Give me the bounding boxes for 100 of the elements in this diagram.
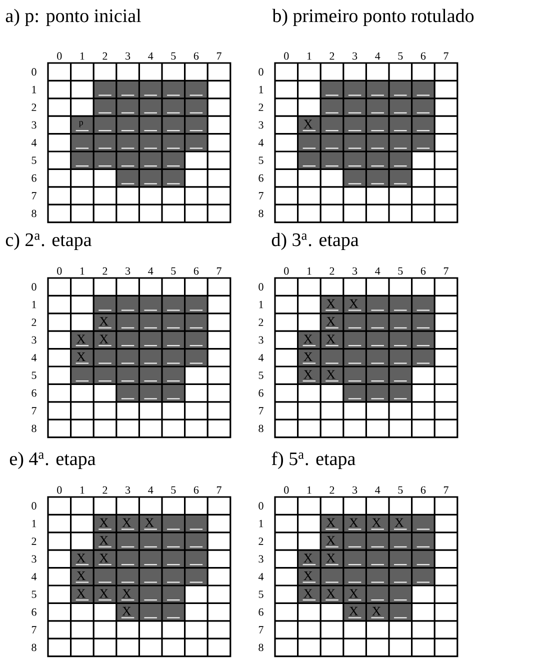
cell-mark: X xyxy=(76,334,86,344)
cell-mark: X xyxy=(326,370,336,379)
cell-mark: X xyxy=(326,317,336,326)
row-number: 8 xyxy=(32,210,36,218)
column-number: 6 xyxy=(194,486,199,494)
column-number: 3 xyxy=(352,486,358,494)
column-number: 7 xyxy=(216,486,222,494)
row-number: 6 xyxy=(32,608,36,616)
column-number: 0 xyxy=(57,52,62,60)
column-number: 1 xyxy=(307,52,312,60)
column-number: 5 xyxy=(398,267,403,275)
row-number: 7 xyxy=(32,192,36,200)
row-number: 7 xyxy=(258,407,264,414)
panel-title: c) 2$^{a}$. etapa xyxy=(6,232,92,250)
column-number: 4 xyxy=(148,486,154,494)
cell-mark: X xyxy=(349,589,358,598)
cell-mark: X xyxy=(304,554,313,562)
row-number: 8 xyxy=(258,424,264,432)
cell-mark: X xyxy=(304,589,313,598)
cell-mark: X xyxy=(99,317,108,326)
cell-mark: X xyxy=(99,334,108,344)
column-number: 0 xyxy=(284,52,289,60)
column-number: 2 xyxy=(102,267,108,275)
cell-mark: X xyxy=(76,572,86,580)
column-number: 6 xyxy=(194,267,199,275)
column-number: 4 xyxy=(375,486,380,494)
row-number: 0 xyxy=(32,68,36,76)
row-number: 2 xyxy=(258,538,264,545)
column-number: 5 xyxy=(398,52,403,60)
column-number: 5 xyxy=(398,486,403,494)
column-number: 5 xyxy=(171,486,176,494)
column-number: 1 xyxy=(307,486,312,494)
column-number: 4 xyxy=(148,267,154,275)
row-number: 0 xyxy=(258,68,264,76)
row-number: 4 xyxy=(258,139,264,146)
row-number: 3 xyxy=(258,121,264,129)
cell-mark: X xyxy=(145,518,154,527)
row-number: 8 xyxy=(32,424,36,432)
cell-mark: X xyxy=(99,518,108,527)
column-number: 7 xyxy=(444,267,448,275)
panel-title: a) p: ponto inicial xyxy=(6,8,141,26)
column-number: 2 xyxy=(102,52,108,60)
panel-title: f) 5$^{a}$. etapa xyxy=(272,452,356,470)
row-number: 5 xyxy=(32,156,36,164)
row-number: 3 xyxy=(32,336,36,344)
row-number: 7 xyxy=(32,626,36,634)
cell-mark: X xyxy=(99,589,108,598)
row-number: 4 xyxy=(258,354,264,362)
cell-mark: X xyxy=(372,518,381,527)
row-number: 6 xyxy=(258,608,264,616)
column-number: 5 xyxy=(171,52,176,60)
row-number: 4 xyxy=(31,573,37,580)
panel-title: e) 4$^{a}$. etapa xyxy=(10,452,96,470)
column-number: 6 xyxy=(420,486,426,494)
row-number: 3 xyxy=(258,336,264,344)
cell-mark: X xyxy=(122,606,132,616)
cell-mark: X xyxy=(349,518,358,527)
column-number: 6 xyxy=(420,267,426,275)
row-number: 7 xyxy=(32,407,36,414)
column-number: 0 xyxy=(284,486,289,494)
row-number: 0 xyxy=(32,283,36,291)
row-number: 1 xyxy=(32,300,36,308)
row-number: 8 xyxy=(32,644,36,652)
cell-mark: X xyxy=(122,589,132,598)
row-number: 2 xyxy=(32,104,36,111)
row-number: 1 xyxy=(32,86,36,94)
column-number: 5 xyxy=(171,267,176,275)
column-number: 3 xyxy=(126,52,130,60)
column-number: 0 xyxy=(284,267,289,275)
column-number: 3 xyxy=(352,52,358,60)
column-number: 4 xyxy=(375,52,380,60)
column-number: 6 xyxy=(194,52,199,60)
row-number: 1 xyxy=(32,520,36,528)
cell-mark: X xyxy=(326,299,336,308)
row-number: 3 xyxy=(32,121,36,129)
cell-mark: X xyxy=(326,554,336,562)
row-number: 1 xyxy=(259,520,264,528)
cell-mark: X xyxy=(372,606,381,616)
column-number: 2 xyxy=(330,52,334,60)
column-number: 7 xyxy=(444,52,448,60)
column-number: 3 xyxy=(126,267,130,275)
column-number: 0 xyxy=(57,267,62,275)
column-number: 2 xyxy=(102,486,108,494)
row-number: 2 xyxy=(32,318,36,326)
cell-mark: X xyxy=(326,589,336,598)
row-number: 5 xyxy=(258,590,264,598)
row-number: 5 xyxy=(258,156,264,164)
panel-title: b) primeiro ponto rotulado xyxy=(272,8,474,26)
cell-mark: p xyxy=(78,121,83,128)
row-number: 5 xyxy=(32,372,36,379)
row-number: 7 xyxy=(258,192,264,200)
column-number: 1 xyxy=(80,486,84,494)
column-number: 1 xyxy=(80,267,84,275)
column-number: 1 xyxy=(307,267,312,275)
column-number: 2 xyxy=(330,267,334,275)
column-number: 7 xyxy=(216,267,222,275)
row-number: 6 xyxy=(32,174,36,182)
panel-title: d) 3$^{a}$. etapa xyxy=(272,232,359,250)
cell-mark: X xyxy=(99,536,108,545)
cell-mark: X xyxy=(326,518,336,527)
